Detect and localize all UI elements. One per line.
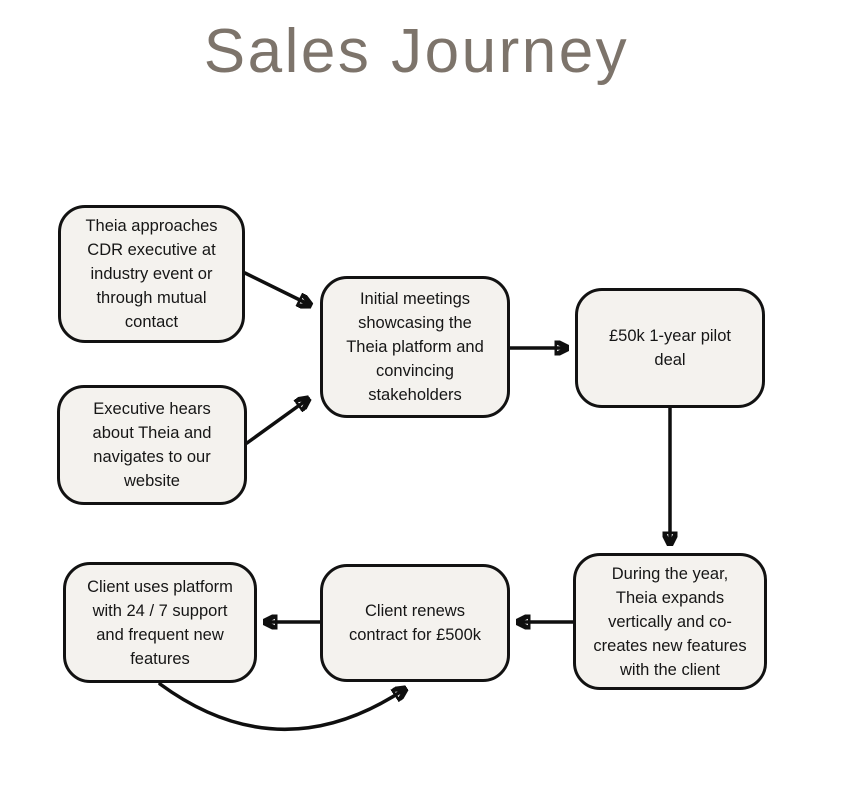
node-pilot-deal-label: £50k 1-year pilot deal: [609, 327, 731, 369]
node-approach-executive: Theia approaches CDR executive at indust…: [58, 205, 245, 343]
edge-approach-to-meetings-arrow: [243, 271, 310, 305]
edge-hears-to-meetings-arrow: [245, 399, 308, 445]
node-contract-renewal-label: Client renews contract for £500k: [348, 602, 482, 644]
node-pilot-deal: £50k 1-year pilot deal: [575, 288, 765, 408]
node-approach-executive-label: Theia approaches CDR executive at indust…: [85, 217, 218, 331]
node-initial-meetings: Initial meetings showcasing the Theia pl…: [320, 276, 510, 418]
node-initial-meetings-label: Initial meetings showcasing the Theia pl…: [346, 290, 484, 404]
node-platform-support-label: Client uses platform with 24 / 7 support…: [87, 577, 233, 668]
node-platform-support: Client uses platform with 24 / 7 support…: [63, 562, 257, 683]
node-year-expansion: During the year, Theia expands verticall…: [573, 553, 767, 690]
node-executive-hears: Executive hears about Theia and navigate…: [57, 385, 247, 505]
node-year-expansion-label: During the year, Theia expands verticall…: [593, 564, 747, 679]
edge-support-to-renewal-curved-arrow: [158, 682, 405, 731]
node-executive-hears-label: Executive hears about Theia and navigate…: [92, 400, 212, 490]
node-contract-renewal: Client renews contract for £500k: [320, 564, 510, 682]
page-title: Sales Journey: [203, 17, 630, 86]
